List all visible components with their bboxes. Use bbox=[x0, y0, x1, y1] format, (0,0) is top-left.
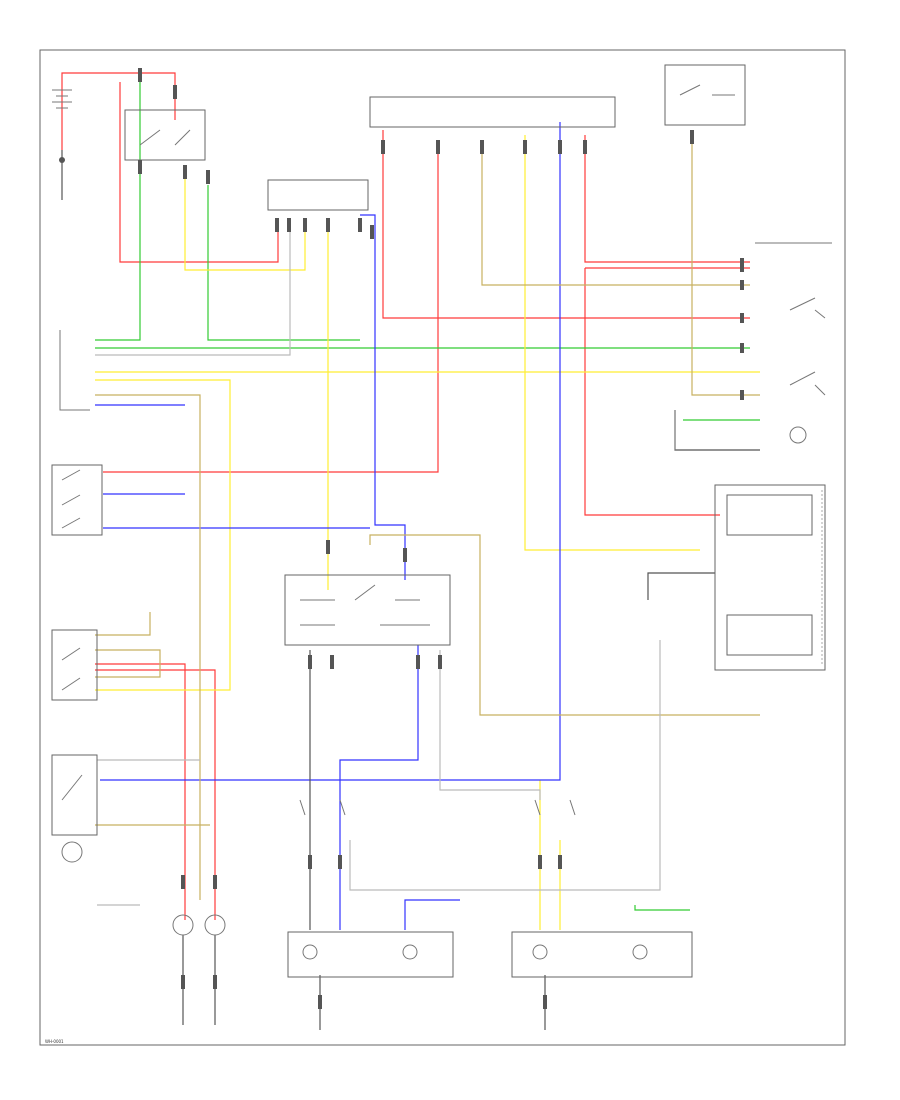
wire-blue-5 bbox=[100, 122, 561, 781]
ignition-relay-switch bbox=[139, 129, 191, 146]
hazard-switch-contacts bbox=[61, 647, 81, 691]
light-switch-box bbox=[714, 484, 826, 671]
front-combination-lamp-right-bulb-1 bbox=[532, 944, 548, 960]
left-turn-lamp bbox=[172, 914, 194, 936]
wire-red-light-sw bbox=[584, 268, 720, 516]
relay-top-right bbox=[664, 64, 746, 126]
wire-red-main bbox=[119, 82, 279, 263]
front-combination-lamp-left-bulb-1 bbox=[302, 944, 318, 960]
right-switch-contact-1 bbox=[789, 297, 826, 319]
wire-red-mid bbox=[382, 130, 750, 319]
relay-top-right-switch bbox=[679, 84, 735, 96]
wire-gray-3 bbox=[349, 640, 661, 891]
wire-gray-1 bbox=[95, 230, 291, 356]
central-relay-switch bbox=[300, 584, 430, 626]
wire-tan-4 bbox=[369, 534, 760, 716]
wire-tan-2 bbox=[481, 140, 750, 286]
wire-black-8 bbox=[674, 410, 760, 451]
fuse-box-top-inner bbox=[267, 179, 369, 211]
wire-blue-1 bbox=[360, 214, 406, 580]
wire-yellow-3 bbox=[95, 379, 231, 691]
front-combination-lamp-left bbox=[287, 931, 454, 978]
hazard-switch-box bbox=[51, 629, 98, 701]
wire-red-top bbox=[140, 72, 176, 120]
components bbox=[51, 64, 826, 978]
wire-red-hazard-2 bbox=[95, 663, 186, 920]
wire-tan-1 bbox=[691, 130, 760, 396]
wire-blue-6 bbox=[339, 645, 419, 930]
turn-signal-switch-contacts bbox=[61, 469, 81, 529]
wires bbox=[61, 72, 760, 1030]
right-switch-contact-2 bbox=[789, 371, 826, 396]
turn-signal-switch-box bbox=[51, 464, 103, 536]
front-combination-lamp-left-bulb-2 bbox=[402, 944, 418, 960]
wire-tan-3 bbox=[95, 394, 201, 900]
wire-red-battery bbox=[61, 72, 140, 150]
wire-black-7 bbox=[647, 572, 715, 600]
wire-blue-7 bbox=[404, 899, 460, 930]
front-combination-lamp-right-bulb-2 bbox=[632, 944, 648, 960]
clutch-lamp bbox=[61, 841, 83, 863]
wire-yellow-1 bbox=[184, 175, 306, 271]
wire-red-turn bbox=[103, 140, 439, 473]
diagram-frame bbox=[39, 49, 846, 1046]
footer-code: WH-0001 bbox=[45, 1039, 64, 1044]
front-combination-lamp-right bbox=[511, 931, 693, 978]
clutch-switch-contact bbox=[61, 774, 83, 801]
wire-green-3 bbox=[207, 185, 360, 341]
light-switch-inner-bottom bbox=[726, 614, 813, 656]
wire-gray-2 bbox=[439, 650, 541, 800]
central-relay-module bbox=[284, 574, 451, 646]
wire-red-right-1 bbox=[584, 135, 750, 263]
ignition-relay-box bbox=[124, 109, 206, 161]
wire-red-hazard bbox=[95, 669, 216, 920]
right-turn-lamp bbox=[204, 914, 226, 936]
wire-yellow-5 bbox=[524, 135, 700, 551]
wire-tan-7 bbox=[95, 649, 161, 678]
connectors bbox=[138, 68, 744, 1009]
light-switch-inner-top bbox=[726, 494, 813, 536]
clutch-switch-box bbox=[51, 754, 98, 836]
fuse-pair-right bbox=[534, 799, 576, 816]
fuse-pair-left bbox=[299, 799, 346, 816]
right-lamp bbox=[789, 426, 807, 444]
combination-switch-bracket bbox=[59, 330, 90, 411]
wire-green-1 bbox=[95, 80, 141, 341]
wire-tan-5 bbox=[95, 612, 151, 636]
fuse-box-top bbox=[369, 96, 616, 128]
wire-green-5 bbox=[634, 905, 690, 911]
battery bbox=[52, 89, 72, 163]
